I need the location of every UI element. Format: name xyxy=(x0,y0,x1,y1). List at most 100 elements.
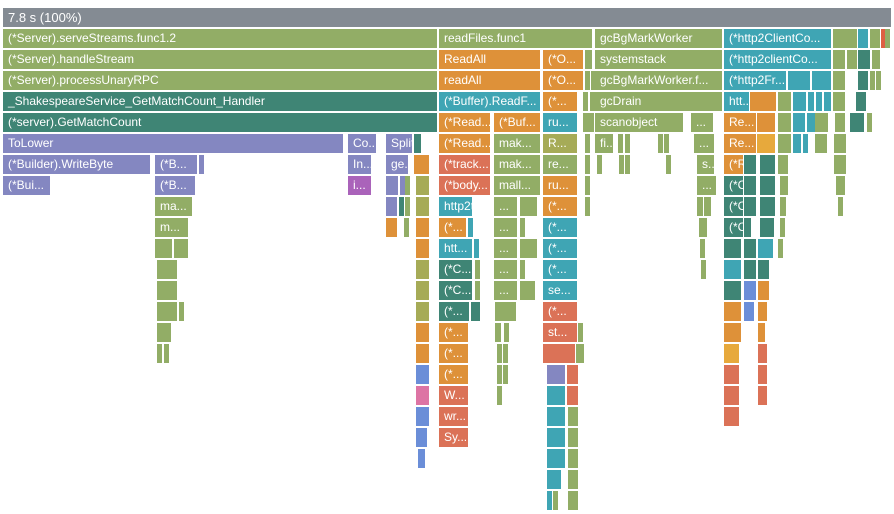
frame-cell[interactable] xyxy=(503,365,508,384)
frame-cell[interactable] xyxy=(471,302,476,321)
frame-cell[interactable]: mall... xyxy=(494,176,540,195)
frame-cell[interactable] xyxy=(497,386,502,405)
frame-cell[interactable]: (*Server).handleStream xyxy=(3,50,437,69)
frame-cell[interactable] xyxy=(778,239,783,258)
frame-cell[interactable] xyxy=(724,281,741,300)
frame-cell[interactable]: ma... xyxy=(155,197,192,216)
frame-cell[interactable] xyxy=(183,239,188,258)
frame-cell[interactable] xyxy=(664,134,669,153)
frame-cell[interactable]: (*http2clientCo... xyxy=(724,50,831,69)
frame-cell[interactable] xyxy=(503,344,508,363)
frame-cell[interactable] xyxy=(724,365,739,384)
frame-cell[interactable]: wr... xyxy=(439,407,468,426)
frame-cell[interactable]: mak... xyxy=(494,155,540,174)
frame-cell[interactable] xyxy=(758,302,767,321)
frame-cell[interactable] xyxy=(416,344,429,363)
frame-cell[interactable] xyxy=(625,134,630,153)
frame-cell[interactable] xyxy=(157,344,162,363)
frame-cell[interactable]: (*Buf... xyxy=(494,113,540,132)
frame-cell[interactable] xyxy=(568,470,578,489)
frame-cell[interactable] xyxy=(475,302,480,321)
frame-cell[interactable] xyxy=(701,260,706,279)
frame-cell[interactable] xyxy=(583,92,588,111)
frame-cell[interactable]: s... xyxy=(697,155,714,174)
frame-cell[interactable]: (*... xyxy=(439,302,469,321)
frame-cell[interactable] xyxy=(579,344,584,363)
frame-cell[interactable] xyxy=(386,197,397,216)
frame-cell[interactable] xyxy=(547,365,565,384)
frame-cell[interactable] xyxy=(399,197,404,216)
frame-cell[interactable] xyxy=(856,92,866,111)
frame-cell[interactable]: (*O... xyxy=(543,71,583,90)
frame-cell[interactable] xyxy=(808,92,814,111)
frame-cell[interactable] xyxy=(416,218,429,237)
frame-cell[interactable]: (*B... xyxy=(155,155,197,174)
frame-cell[interactable] xyxy=(414,155,429,174)
frame-cell[interactable] xyxy=(815,113,828,132)
frame-cell[interactable] xyxy=(872,50,880,69)
frame-cell[interactable] xyxy=(547,407,565,426)
frame-cell[interactable] xyxy=(744,281,756,300)
frame-cell[interactable]: (*... xyxy=(543,92,577,111)
frame-cell[interactable] xyxy=(699,218,707,237)
frame-cell[interactable]: (*... xyxy=(543,197,577,216)
frame-cell[interactable] xyxy=(618,134,623,153)
frame-cell[interactable] xyxy=(858,50,870,69)
frame-cell[interactable] xyxy=(416,239,429,258)
frame-cell[interactable] xyxy=(833,71,845,90)
frame-cell[interactable] xyxy=(567,386,578,405)
frame-cell[interactable] xyxy=(495,323,501,342)
frame-cell[interactable]: (*Buffer).ReadF... xyxy=(439,92,540,111)
frame-cell[interactable] xyxy=(750,92,776,111)
frame-cell[interactable] xyxy=(578,323,583,342)
frame-cell[interactable] xyxy=(400,176,405,195)
frame-cell[interactable] xyxy=(520,218,525,237)
frame-cell[interactable] xyxy=(850,113,855,132)
frame-cell[interactable] xyxy=(816,92,822,111)
frame-cell[interactable]: mak... xyxy=(494,134,540,153)
frame-cell[interactable] xyxy=(416,407,429,426)
frame-cell[interactable]: ... xyxy=(691,113,713,132)
frame-cell[interactable]: gcDrain xyxy=(595,92,722,111)
frame-cell[interactable] xyxy=(520,260,525,279)
frame-cell[interactable] xyxy=(870,29,880,48)
frame-cell[interactable]: (*... xyxy=(543,260,577,279)
frame-cell[interactable]: ... xyxy=(494,218,517,237)
frame-cell[interactable] xyxy=(625,155,630,174)
frame-cell[interactable]: ge... xyxy=(386,155,408,174)
frame-cell[interactable]: Sy... xyxy=(439,428,468,447)
frame-cell[interactable]: Split xyxy=(386,134,412,153)
frame-cell[interactable] xyxy=(758,281,769,300)
frame-cell[interactable]: (*body... xyxy=(439,176,490,195)
frame-cell[interactable] xyxy=(700,239,705,258)
frame-cell[interactable] xyxy=(778,92,791,111)
frame-cell[interactable] xyxy=(760,197,775,216)
frame-cell[interactable] xyxy=(744,260,756,279)
frame-cell[interactable] xyxy=(386,218,397,237)
frame-cell[interactable]: (*... xyxy=(543,302,577,321)
frame-cell[interactable] xyxy=(760,155,775,174)
frame-cell[interactable] xyxy=(520,197,537,216)
frame-cell[interactable] xyxy=(495,302,516,321)
frame-cell[interactable] xyxy=(793,113,805,132)
frame-cell[interactable] xyxy=(758,344,767,363)
frame-cell[interactable] xyxy=(847,50,852,69)
frame-cell[interactable]: (*... xyxy=(543,239,577,258)
frame-cell[interactable] xyxy=(568,491,578,510)
frame-cell[interactable] xyxy=(758,239,773,258)
frame-cell[interactable] xyxy=(405,176,410,195)
frame-cell[interactable] xyxy=(744,239,756,258)
frame-cell[interactable] xyxy=(585,50,592,69)
frame-cell[interactable] xyxy=(744,176,756,195)
frame-cell[interactable] xyxy=(812,71,831,90)
frame-cell[interactable] xyxy=(155,239,172,258)
frame-cell[interactable] xyxy=(838,197,843,216)
frame-cell[interactable]: (*... xyxy=(439,323,468,342)
frame-cell[interactable] xyxy=(833,50,845,69)
frame-cell[interactable] xyxy=(585,134,590,153)
frame-cell[interactable] xyxy=(416,302,429,321)
frame-cell[interactable] xyxy=(547,470,561,489)
frame-cell[interactable] xyxy=(475,260,480,279)
frame-cell[interactable] xyxy=(778,113,791,132)
frame-cell[interactable]: (*... xyxy=(439,365,468,384)
